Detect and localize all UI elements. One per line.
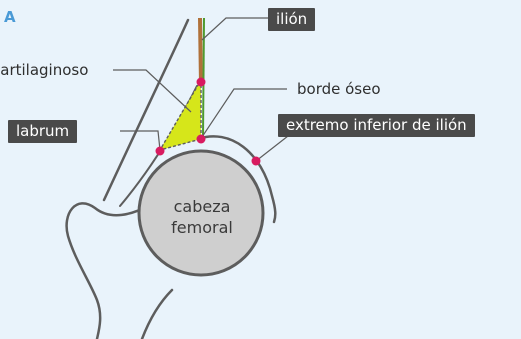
- label-borde-oseo: borde óseo: [297, 80, 381, 98]
- leader-labrum: [120, 130, 161, 151]
- femur-outline: [65, 202, 150, 339]
- label-ilion: ilión: [268, 8, 316, 31]
- pelvis-outline: [102, 18, 190, 202]
- femoral-head: [137, 149, 265, 277]
- label-extremo-inferior: extremo inferior de ilión: [278, 114, 475, 137]
- panel-letter: A: [4, 8, 16, 26]
- label-femoral: femoral: [171, 218, 233, 237]
- leader-borde-oseo: [201, 88, 287, 138]
- marker-ilion-top: [196, 77, 206, 87]
- femur-neck-lower: [140, 288, 174, 339]
- label-cabeza: cabeza: [173, 197, 231, 216]
- label-labrum: labrum: [8, 120, 78, 143]
- acetabular-roof: [196, 135, 277, 224]
- marker-borde-oseo: [196, 134, 206, 144]
- cartilage-region: [158, 77, 202, 152]
- ilion-stripe-brown: [198, 17, 203, 85]
- leader-cartilaginoso: [113, 69, 192, 113]
- label-cartilaginoso: cartilaginoso: [0, 61, 89, 79]
- ilion-stripe-green: [202, 17, 205, 139]
- marker-labrum: [155, 146, 165, 156]
- marker-extremo-inferior: [251, 156, 261, 166]
- leader-extremo: [255, 135, 290, 162]
- femoral-head-label: cabeza femoral: [147, 196, 257, 238]
- leader-ilion: [201, 17, 268, 41]
